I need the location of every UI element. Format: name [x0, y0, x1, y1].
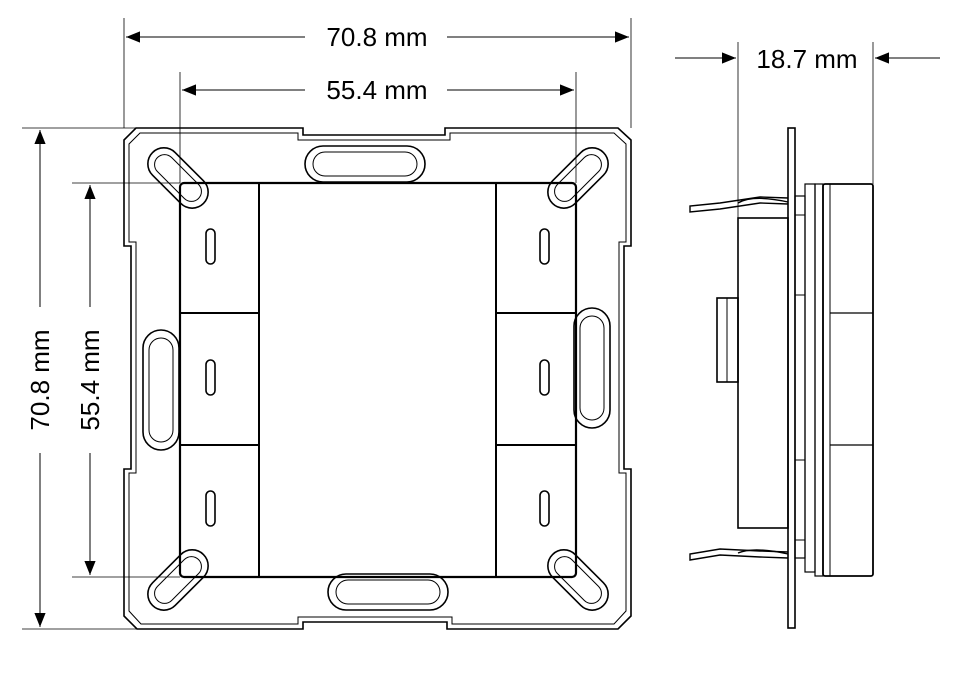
edge-slot-bottom	[327, 573, 449, 611]
edge-slot-right	[573, 307, 611, 429]
led-indicator-left-middle	[205, 359, 216, 396]
edge-slot-left	[142, 329, 180, 451]
side-rear-housing	[737, 217, 789, 529]
mounting-claw-top	[689, 196, 789, 213]
led-indicator-right-top	[539, 228, 550, 265]
mounting-claw-bottom	[689, 548, 789, 561]
dim-label-inner-height: 55.4 mm	[75, 329, 105, 430]
front-dimensions: 70.8 mm 55.4 mm 70.8 mm 55.4 mm	[22, 18, 632, 630]
dim-label-depth: 18.7 mm	[756, 44, 857, 74]
button-panel	[178, 181, 578, 579]
dim-label-outer-width: 70.8 mm	[326, 22, 427, 52]
side-view	[689, 127, 874, 629]
edge-slot-top	[304, 145, 426, 183]
corner-slot-bottom-right	[547, 549, 609, 611]
corner-slot-bottom-left	[147, 549, 209, 611]
side-button-layer	[814, 183, 824, 577]
corner-slot-top-right	[547, 147, 609, 209]
side-dimensions: 18.7 mm	[675, 42, 940, 218]
corner-slot-top-left	[147, 147, 209, 209]
side-mounting-plate	[787, 127, 796, 629]
led-indicator-left-top	[205, 228, 216, 265]
front-view	[123, 127, 632, 630]
led-indicator-right-middle	[539, 359, 550, 396]
led-indicator-left-bottom	[205, 490, 216, 527]
dim-label-outer-height: 70.8 mm	[25, 329, 55, 430]
mounting-frame	[123, 127, 632, 630]
mounting-frame-inner-edge	[128, 132, 627, 625]
led-indicator-right-bottom	[539, 490, 550, 527]
side-button-caps	[822, 183, 874, 577]
dim-label-inner-width: 55.4 mm	[326, 75, 427, 105]
